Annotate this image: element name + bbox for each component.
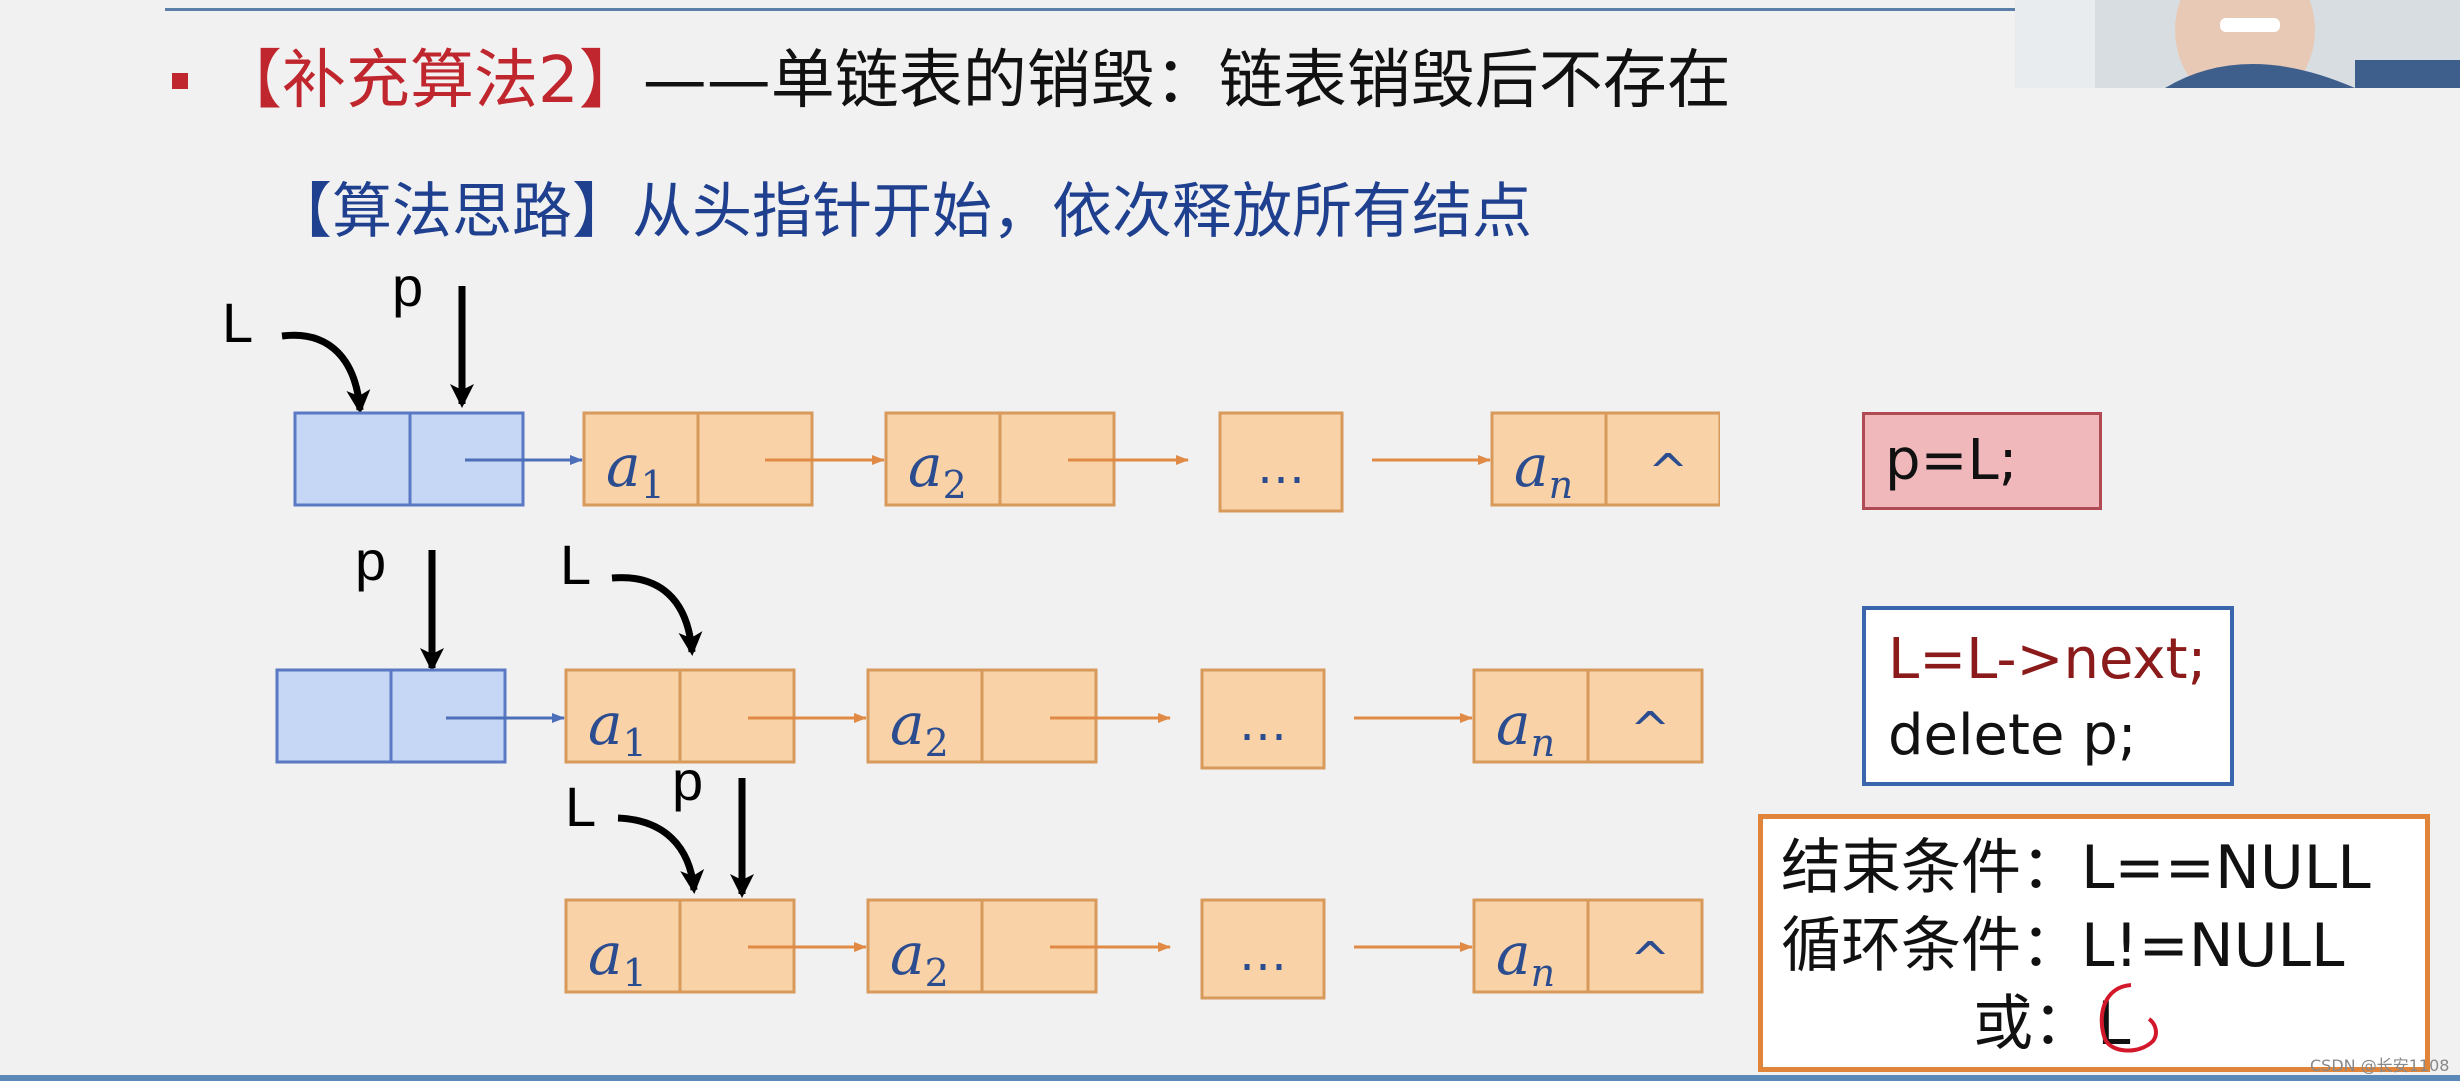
svg-text:a2: a2 bbox=[908, 432, 967, 507]
pointer-label-L: L bbox=[565, 775, 596, 838]
svg-text:a1: a1 bbox=[588, 920, 647, 995]
linked-list-diagram: L p a1 a2 … an ^ p L a1 bbox=[222, 255, 1720, 1000]
svg-text:an: an bbox=[1496, 920, 1555, 995]
loop-condition: 循环条件：L!=NULL bbox=[1781, 911, 2345, 981]
svg-text:a2: a2 bbox=[890, 920, 949, 995]
algorithm-idea: 【算法思路】从头指针开始，依次释放所有结点 bbox=[272, 177, 1532, 247]
svg-text:^: ^ bbox=[1630, 702, 1670, 758]
ellipsis-node bbox=[1218, 411, 1344, 513]
title-bracketed: 【补充算法2】 bbox=[218, 44, 643, 118]
pointer-label-L: L bbox=[222, 291, 253, 354]
svg-text:^: ^ bbox=[1648, 444, 1688, 500]
row3: L p a1 a2 … an ^ bbox=[564, 749, 1704, 1000]
svg-text:a2: a2 bbox=[890, 690, 949, 765]
slide-bottom-rule bbox=[0, 1075, 2460, 1081]
svg-text:…: … bbox=[1239, 696, 1287, 752]
slide-title: 【补充算法2】——单链表的销毁：链表销毁后不存在 bbox=[218, 38, 1731, 124]
ellipsis-node bbox=[1200, 668, 1326, 770]
title-rest: ——单链表的销毁：链表销毁后不存在 bbox=[642, 44, 1731, 118]
pointer-label-L: L bbox=[560, 533, 591, 596]
svg-text:…: … bbox=[1257, 439, 1305, 495]
svg-text:an: an bbox=[1514, 432, 1573, 507]
svg-text:…: … bbox=[1239, 926, 1287, 982]
code-step-assign-p: p=L; bbox=[1862, 412, 2102, 510]
svg-text:^: ^ bbox=[1630, 932, 1670, 988]
code-line-advance: L=L->next; bbox=[1888, 627, 2207, 692]
title-bullet bbox=[172, 73, 188, 89]
code-line-delete: delete p; bbox=[1888, 703, 2137, 768]
code-step-advance-delete: L=L->next; delete p; bbox=[1862, 606, 2234, 786]
alt-condition: 或：L bbox=[1781, 983, 2425, 1063]
row2: p L a1 a2 … an ^ bbox=[275, 529, 1704, 770]
alt-condition-prefix: 或： bbox=[1973, 989, 2093, 1059]
svg-text:a1: a1 bbox=[606, 432, 665, 507]
slide-top-rule bbox=[165, 0, 2015, 11]
conditions-box: 结束条件：L==NULL 循环条件：L!=NULL 或：L bbox=[1758, 814, 2430, 1072]
pointer-label-p: p bbox=[672, 749, 703, 812]
end-condition: 结束条件：L==NULL bbox=[1781, 833, 2371, 903]
pointer-label-p: p bbox=[355, 529, 386, 592]
pointer-label-p: p bbox=[392, 255, 423, 318]
handwritten-circle-mark bbox=[2099, 983, 2158, 1053]
presenter-webcam-thumbnail bbox=[2015, 0, 2460, 88]
svg-text:an: an bbox=[1496, 690, 1555, 765]
row1: L p a1 a2 … an ^ bbox=[222, 255, 1720, 513]
ellipsis-node bbox=[1200, 898, 1326, 1000]
watermark: CSDN @长安1108 bbox=[2310, 1056, 2450, 1075]
svg-text:a1: a1 bbox=[588, 690, 647, 765]
